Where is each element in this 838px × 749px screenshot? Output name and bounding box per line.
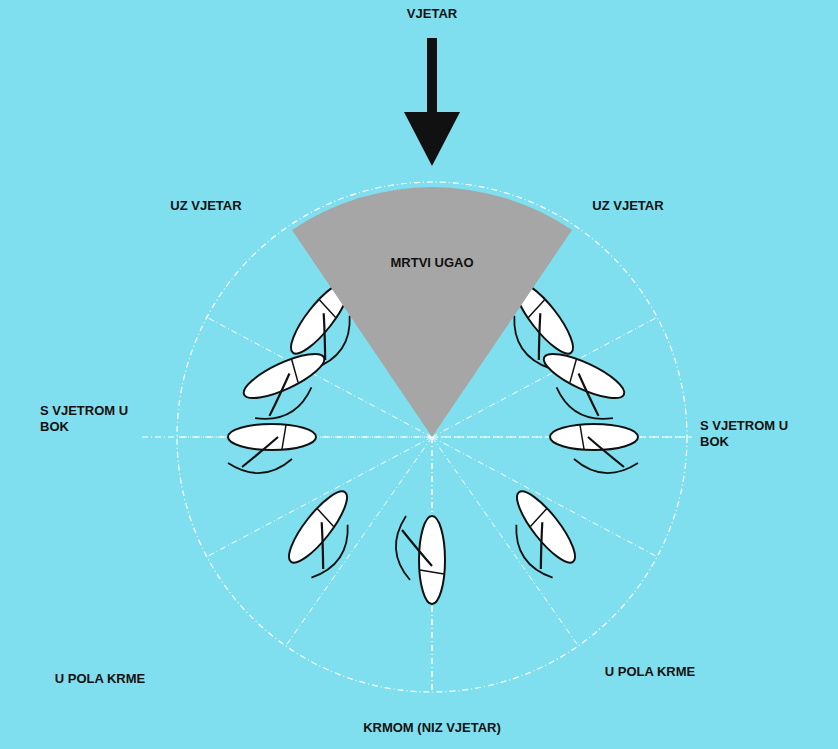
point-of-sail-label: S VJETROM U BOK (700, 418, 790, 449)
point-of-sail-label: KRMOM (NIZ VJETAR) (363, 720, 501, 736)
sailboat (281, 484, 374, 584)
sailboat (550, 424, 638, 473)
sailboat (239, 346, 339, 428)
point-of-sail-label: S VJETROM U BOK (40, 403, 130, 434)
point-of-sail-label: UZ VJETAR (592, 198, 663, 214)
course-circle (177, 182, 687, 692)
no-go-zone: MRTVI UGAO (290, 183, 574, 439)
point-of-sail-label: UZ VJETAR (170, 198, 241, 214)
sector-shape (290, 183, 574, 439)
zone-label: MRTVI UGAO (290, 255, 574, 270)
point-of-sail-label: VJETAR (407, 6, 457, 22)
sailboat (490, 484, 583, 584)
point-of-sail-label: U POLA KRME (55, 671, 146, 687)
sector-fill (292, 187, 572, 437)
sailboat (529, 346, 629, 428)
sailboat (396, 516, 445, 604)
point-of-sail-label: U POLA KRME (605, 664, 696, 680)
wind-arrow-head (404, 112, 460, 166)
wind-arrow-shaft (427, 38, 437, 116)
sailboat (228, 424, 316, 473)
